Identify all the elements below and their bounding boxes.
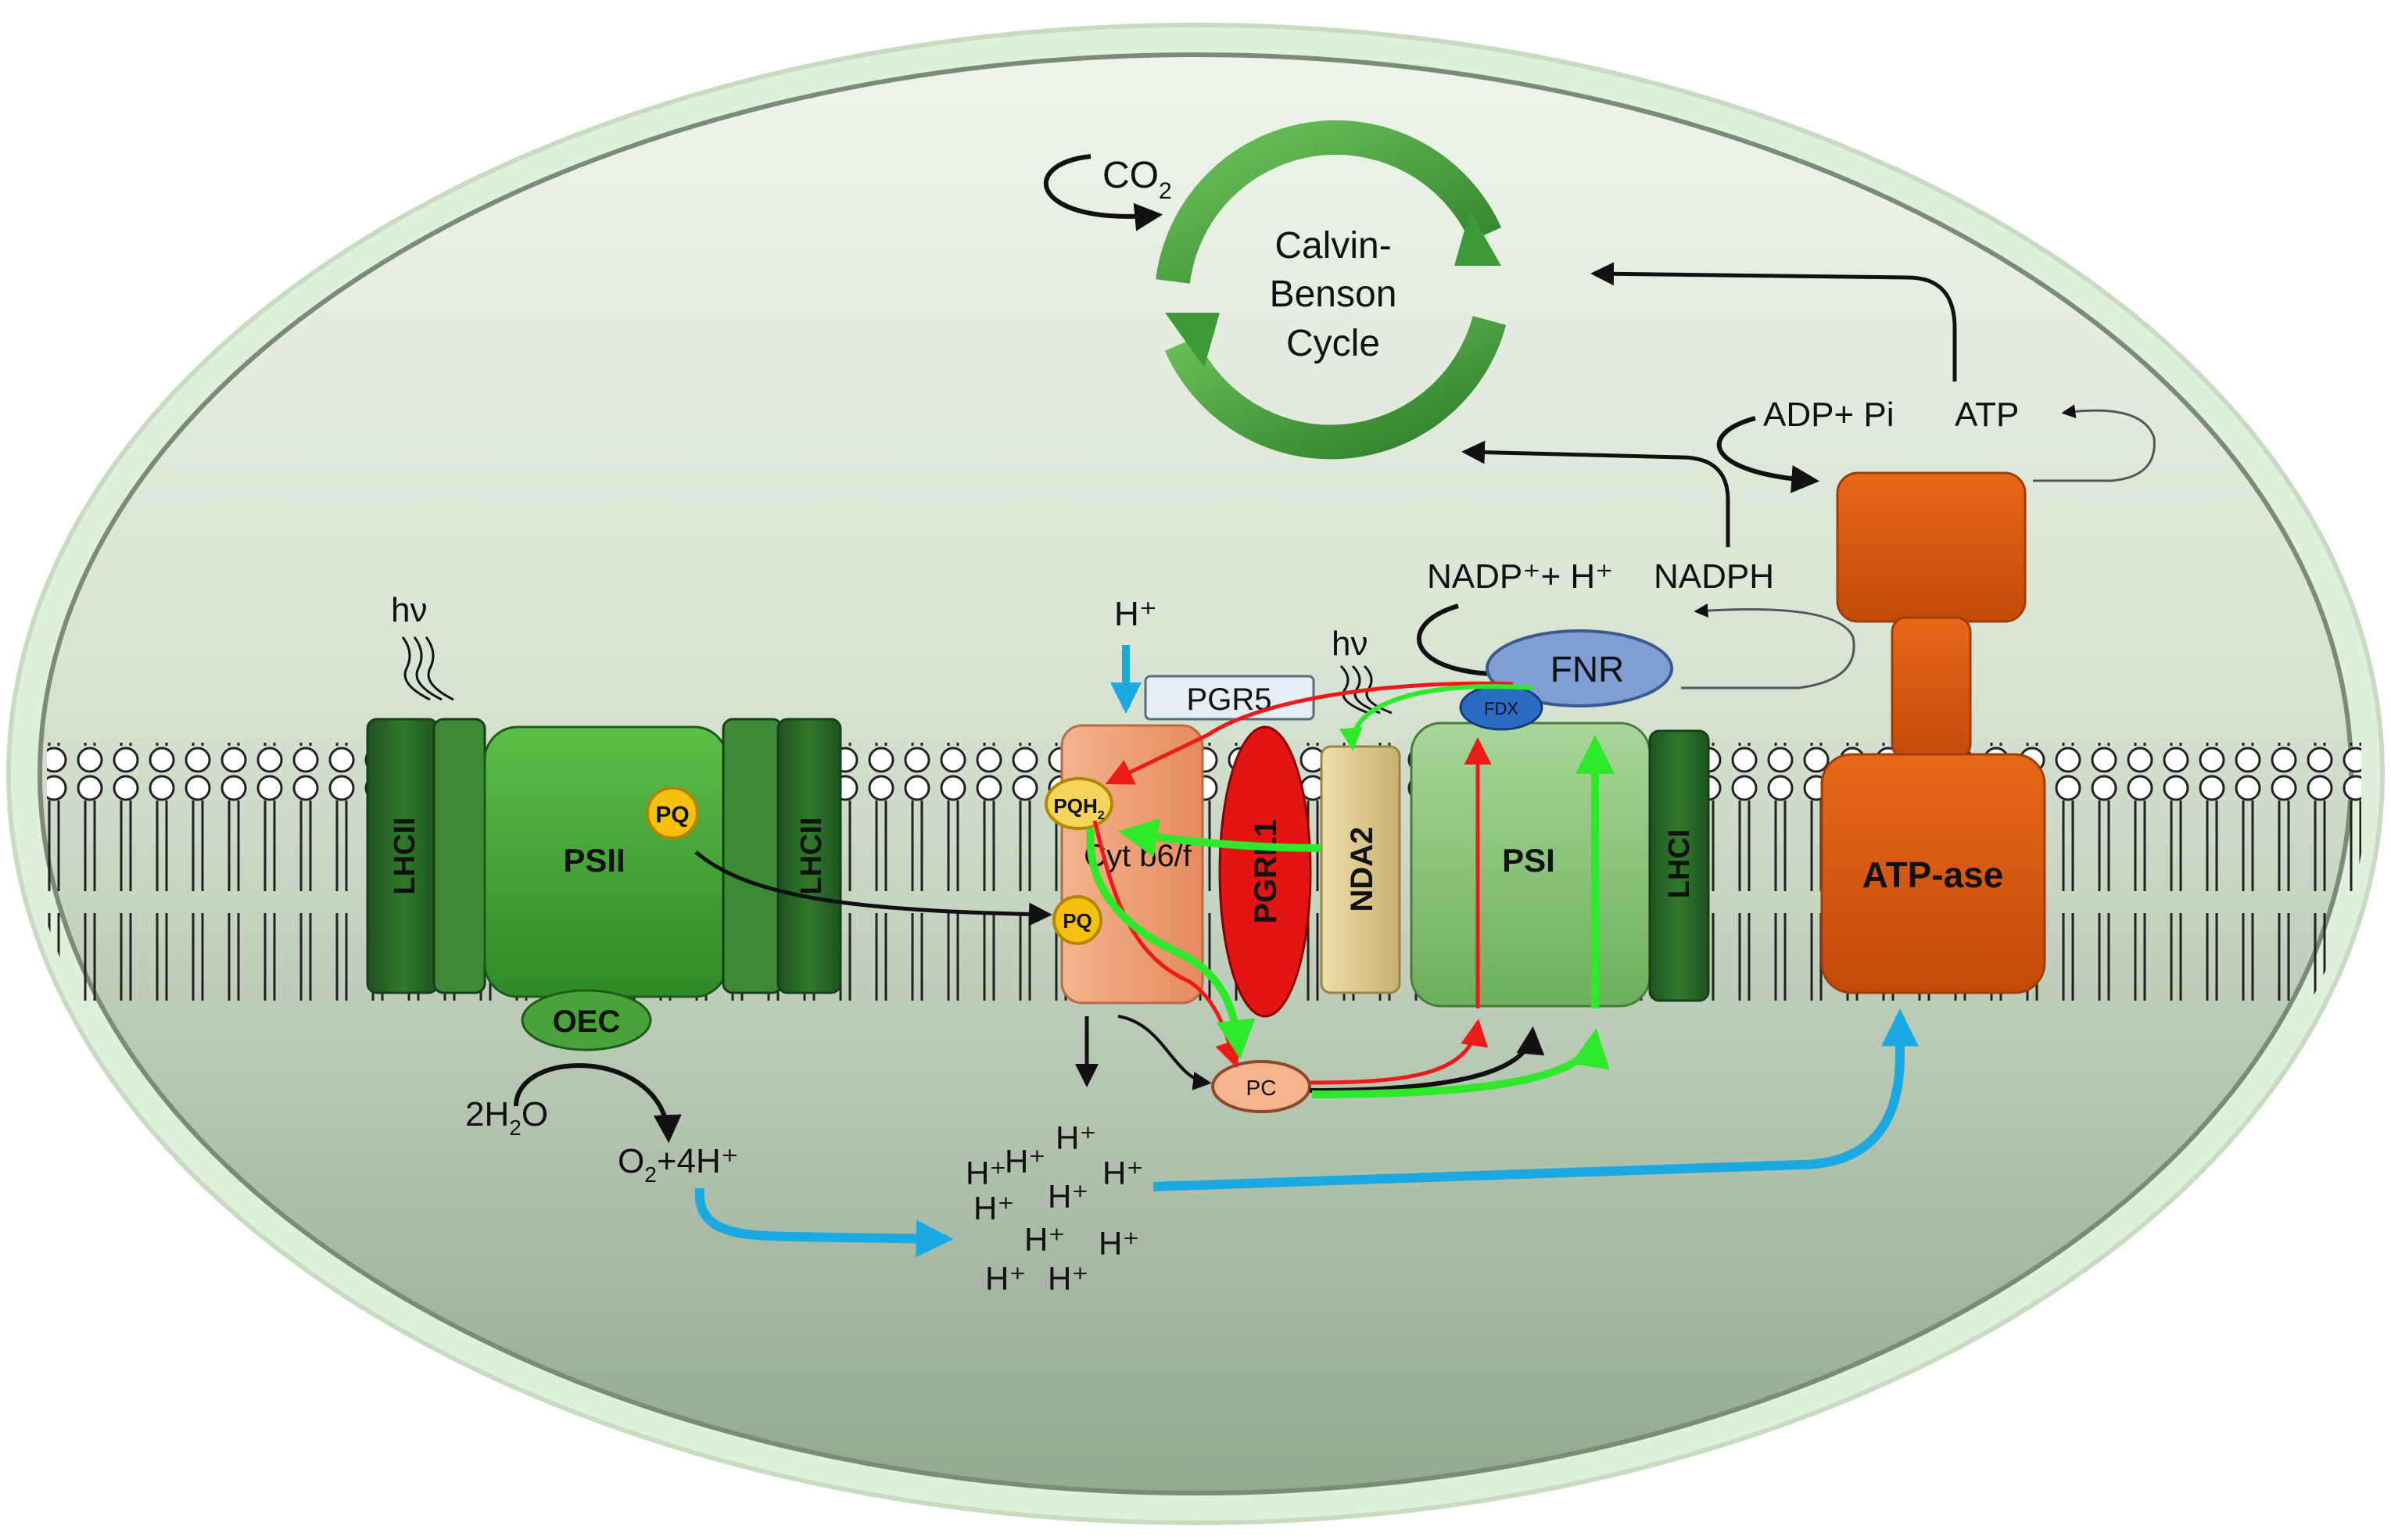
- fdx-label: FDX: [1484, 699, 1518, 718]
- pc-label: PC: [1246, 1076, 1277, 1100]
- pqh2-cyt: [1045, 777, 1113, 830]
- calvin-label-line3: Cycle: [1286, 323, 1380, 364]
- h-pool-3: H⁺: [1102, 1155, 1144, 1191]
- co2-input: CO2: [1044, 154, 1172, 231]
- h-pool-8: H⁺: [985, 1260, 1027, 1297]
- green-electron-path: [1086, 684, 1615, 1098]
- pq-cyt: [1052, 895, 1102, 945]
- pgrl1: [1218, 725, 1312, 1018]
- atp-synthase: ATP-ase: [1820, 471, 2046, 994]
- proton-pool: H⁺ H⁺ H⁺ H⁺ H⁺ H⁺ H⁺ H⁺ H⁺ H⁺ H⁺: [966, 1119, 1144, 1297]
- psi-complex: PSI: [1410, 722, 1651, 1008]
- lhcii-left-label: LHCII: [389, 817, 421, 894]
- psi-label: PSI: [1502, 842, 1555, 879]
- lhcii-right-label: LHCII: [795, 817, 828, 894]
- cyt-to-pc-arrow: [1117, 1015, 1212, 1091]
- h-pool-0: H⁺: [966, 1155, 1007, 1191]
- nda2-label: NDA2: [1345, 827, 1379, 912]
- oec: [521, 989, 652, 1051]
- hv-right-label: hν: [1332, 625, 1368, 663]
- atp-label: ATP: [1955, 396, 2019, 434]
- fnr-to-nadph-arrow: [1681, 603, 1855, 689]
- h-pool-7: H⁺: [1099, 1225, 1140, 1262]
- oec-label: OEC: [553, 1005, 621, 1039]
- light-wave-left-icon: [401, 636, 454, 701]
- h-pool-4: H⁺: [973, 1190, 1015, 1227]
- adp-pi-label: ADP+ Pi: [1763, 396, 1895, 434]
- calvin-label-line1: Calvin-: [1274, 225, 1391, 267]
- nadp-label: NADP⁺+ H⁺: [1427, 557, 1613, 596]
- lhcii-right: LHCII: [722, 718, 842, 994]
- calvin-label-line2: Benson: [1270, 274, 1397, 315]
- pc-to-psi-black-arrow: [1309, 1026, 1545, 1093]
- lhcii-left: LHCII: [366, 718, 486, 994]
- o2-label: O2+4H⁺: [618, 1142, 739, 1187]
- lhci-label: LHCI: [1663, 829, 1696, 899]
- nadp-to-fnr-arrow: [1416, 603, 1531, 689]
- h-pool-2: H⁺: [1056, 1119, 1097, 1156]
- pqh2-label: PQH2: [1053, 794, 1104, 822]
- pq-cyt-label: PQ: [1063, 909, 1092, 933]
- proton-flow-arrow-1: [694, 1187, 954, 1258]
- adp-to-atpase-arrow: [1716, 416, 1820, 493]
- psii-complex: PSII: [483, 725, 729, 998]
- psii-label: PSII: [563, 842, 625, 879]
- h-pool-6: H⁺: [1024, 1221, 1066, 1258]
- h-pool-9: H⁺: [1048, 1260, 1089, 1297]
- fnr-label: FNR: [1550, 649, 1625, 689]
- nadph-label: NADPH: [1654, 557, 1774, 596]
- h-pool-5: H⁺: [1048, 1178, 1089, 1215]
- pc: [1211, 1060, 1311, 1113]
- atp-to-calvin-arrow: [1590, 262, 1957, 381]
- pq-psii: [646, 786, 699, 840]
- co2-label: CO2: [1102, 155, 1172, 204]
- nadph-to-calvin-arrow: [1461, 440, 1730, 547]
- proton-flow-arrow-2: [1152, 1008, 1919, 1191]
- pq-psii-label: PQ: [655, 802, 689, 828]
- pgrl1-label: PGRL1: [1249, 819, 1283, 923]
- pq-to-cyt-arrow: [694, 851, 1052, 926]
- hv-left-label: hν: [391, 591, 427, 629]
- h-pool-10: H⁺: [1102, 1184, 1104, 1185]
- atpase-to-atp-arrow: [2033, 404, 2156, 482]
- cyt-b6f-complex: Cyt b6/f: [1060, 724, 1204, 1005]
- calvin-benson-cycle: Calvin- Benson Cycle: [1156, 120, 1507, 460]
- water-split-arrow: [514, 1062, 682, 1144]
- h-pool-1: H⁺: [1005, 1143, 1046, 1180]
- fnr: [1486, 629, 1673, 707]
- h-top-label: H⁺: [1114, 595, 1157, 633]
- lhci: [1648, 729, 1710, 1002]
- atp-ase-label: ATP-ase: [1862, 854, 2004, 895]
- water-label: 2H2O: [465, 1095, 548, 1140]
